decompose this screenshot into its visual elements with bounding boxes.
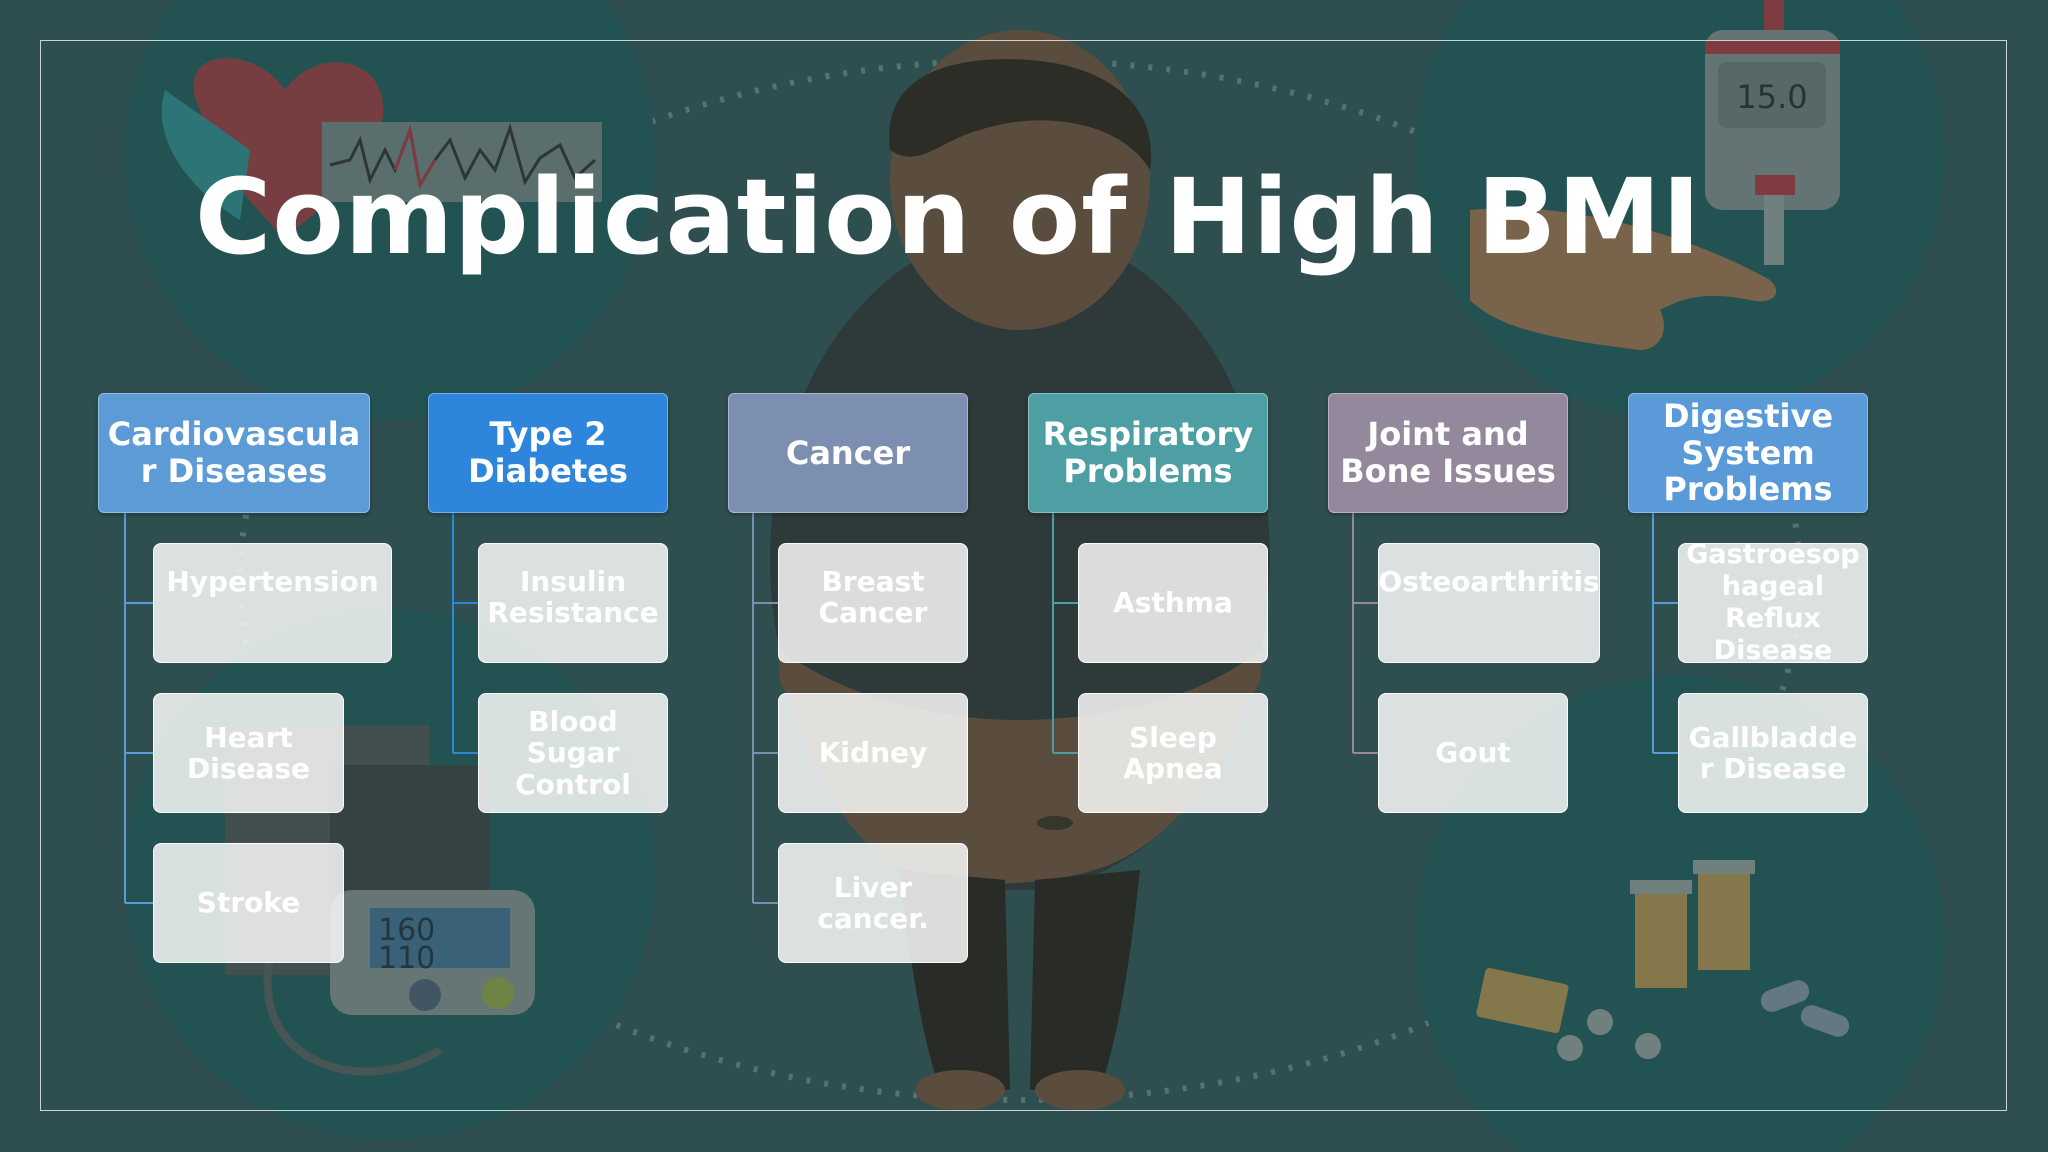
category-label: Type 2 Diabetes [468,415,628,490]
glucometer-reading: 15.0 [1736,78,1807,116]
category-label: Digestive System Problems [1663,396,1834,509]
category-joint-bone: Joint and Bone Issues [1328,393,1568,513]
item-liver-cancer: Liver cancer. [778,843,968,963]
item-insulin-resistance: Insulin Resistance [478,543,668,663]
item-gallbladder-disease: Gallbladde r Disease [1678,693,1868,813]
category-type2-diabetes: Type 2 Diabetes [428,393,668,513]
glucometer-icon: 15.0 [1705,0,1840,265]
category-label: Cancer [785,433,911,472]
item-breast-cancer: Breast Cancer [778,543,968,663]
ecg-icon [322,122,602,202]
bp-systolic: 160 [378,913,435,948]
slide-title: Complication of High BMI [195,156,1702,278]
item-kidney: Kidney [778,693,968,813]
item-asthma: Asthma [1078,543,1268,663]
item-gout: Gout [1378,693,1568,813]
category-label: Cardiovascula r Diseases [107,415,361,490]
category-label: Joint and Bone Issues [1340,415,1556,490]
category-digestive: Digestive System Problems [1628,393,1868,513]
category-respiratory: Respiratory Problems [1028,393,1268,513]
item-gerd: Gastroesop hageal Reflux Disease [1678,543,1868,663]
item-hypertension: Hypertension [153,543,392,663]
category-cardiovascular: Cardiovascula r Diseases [98,393,370,513]
medication-icon [1476,860,1850,1061]
category-cancer: Cancer [728,393,968,513]
item-sleep-apnea: Sleep Apnea [1078,693,1268,813]
bp-diastolic: 110 [378,941,435,976]
slide-frame [40,40,2007,1111]
item-stroke: Stroke [153,843,344,963]
item-heart-disease: Heart Disease [153,693,344,813]
hand-icon [1470,208,1777,350]
item-blood-sugar-control: Blood Sugar Control [478,693,668,813]
item-osteoarthritis: Osteoarthritis [1378,543,1600,663]
category-label: Respiratory Problems [1042,415,1254,490]
